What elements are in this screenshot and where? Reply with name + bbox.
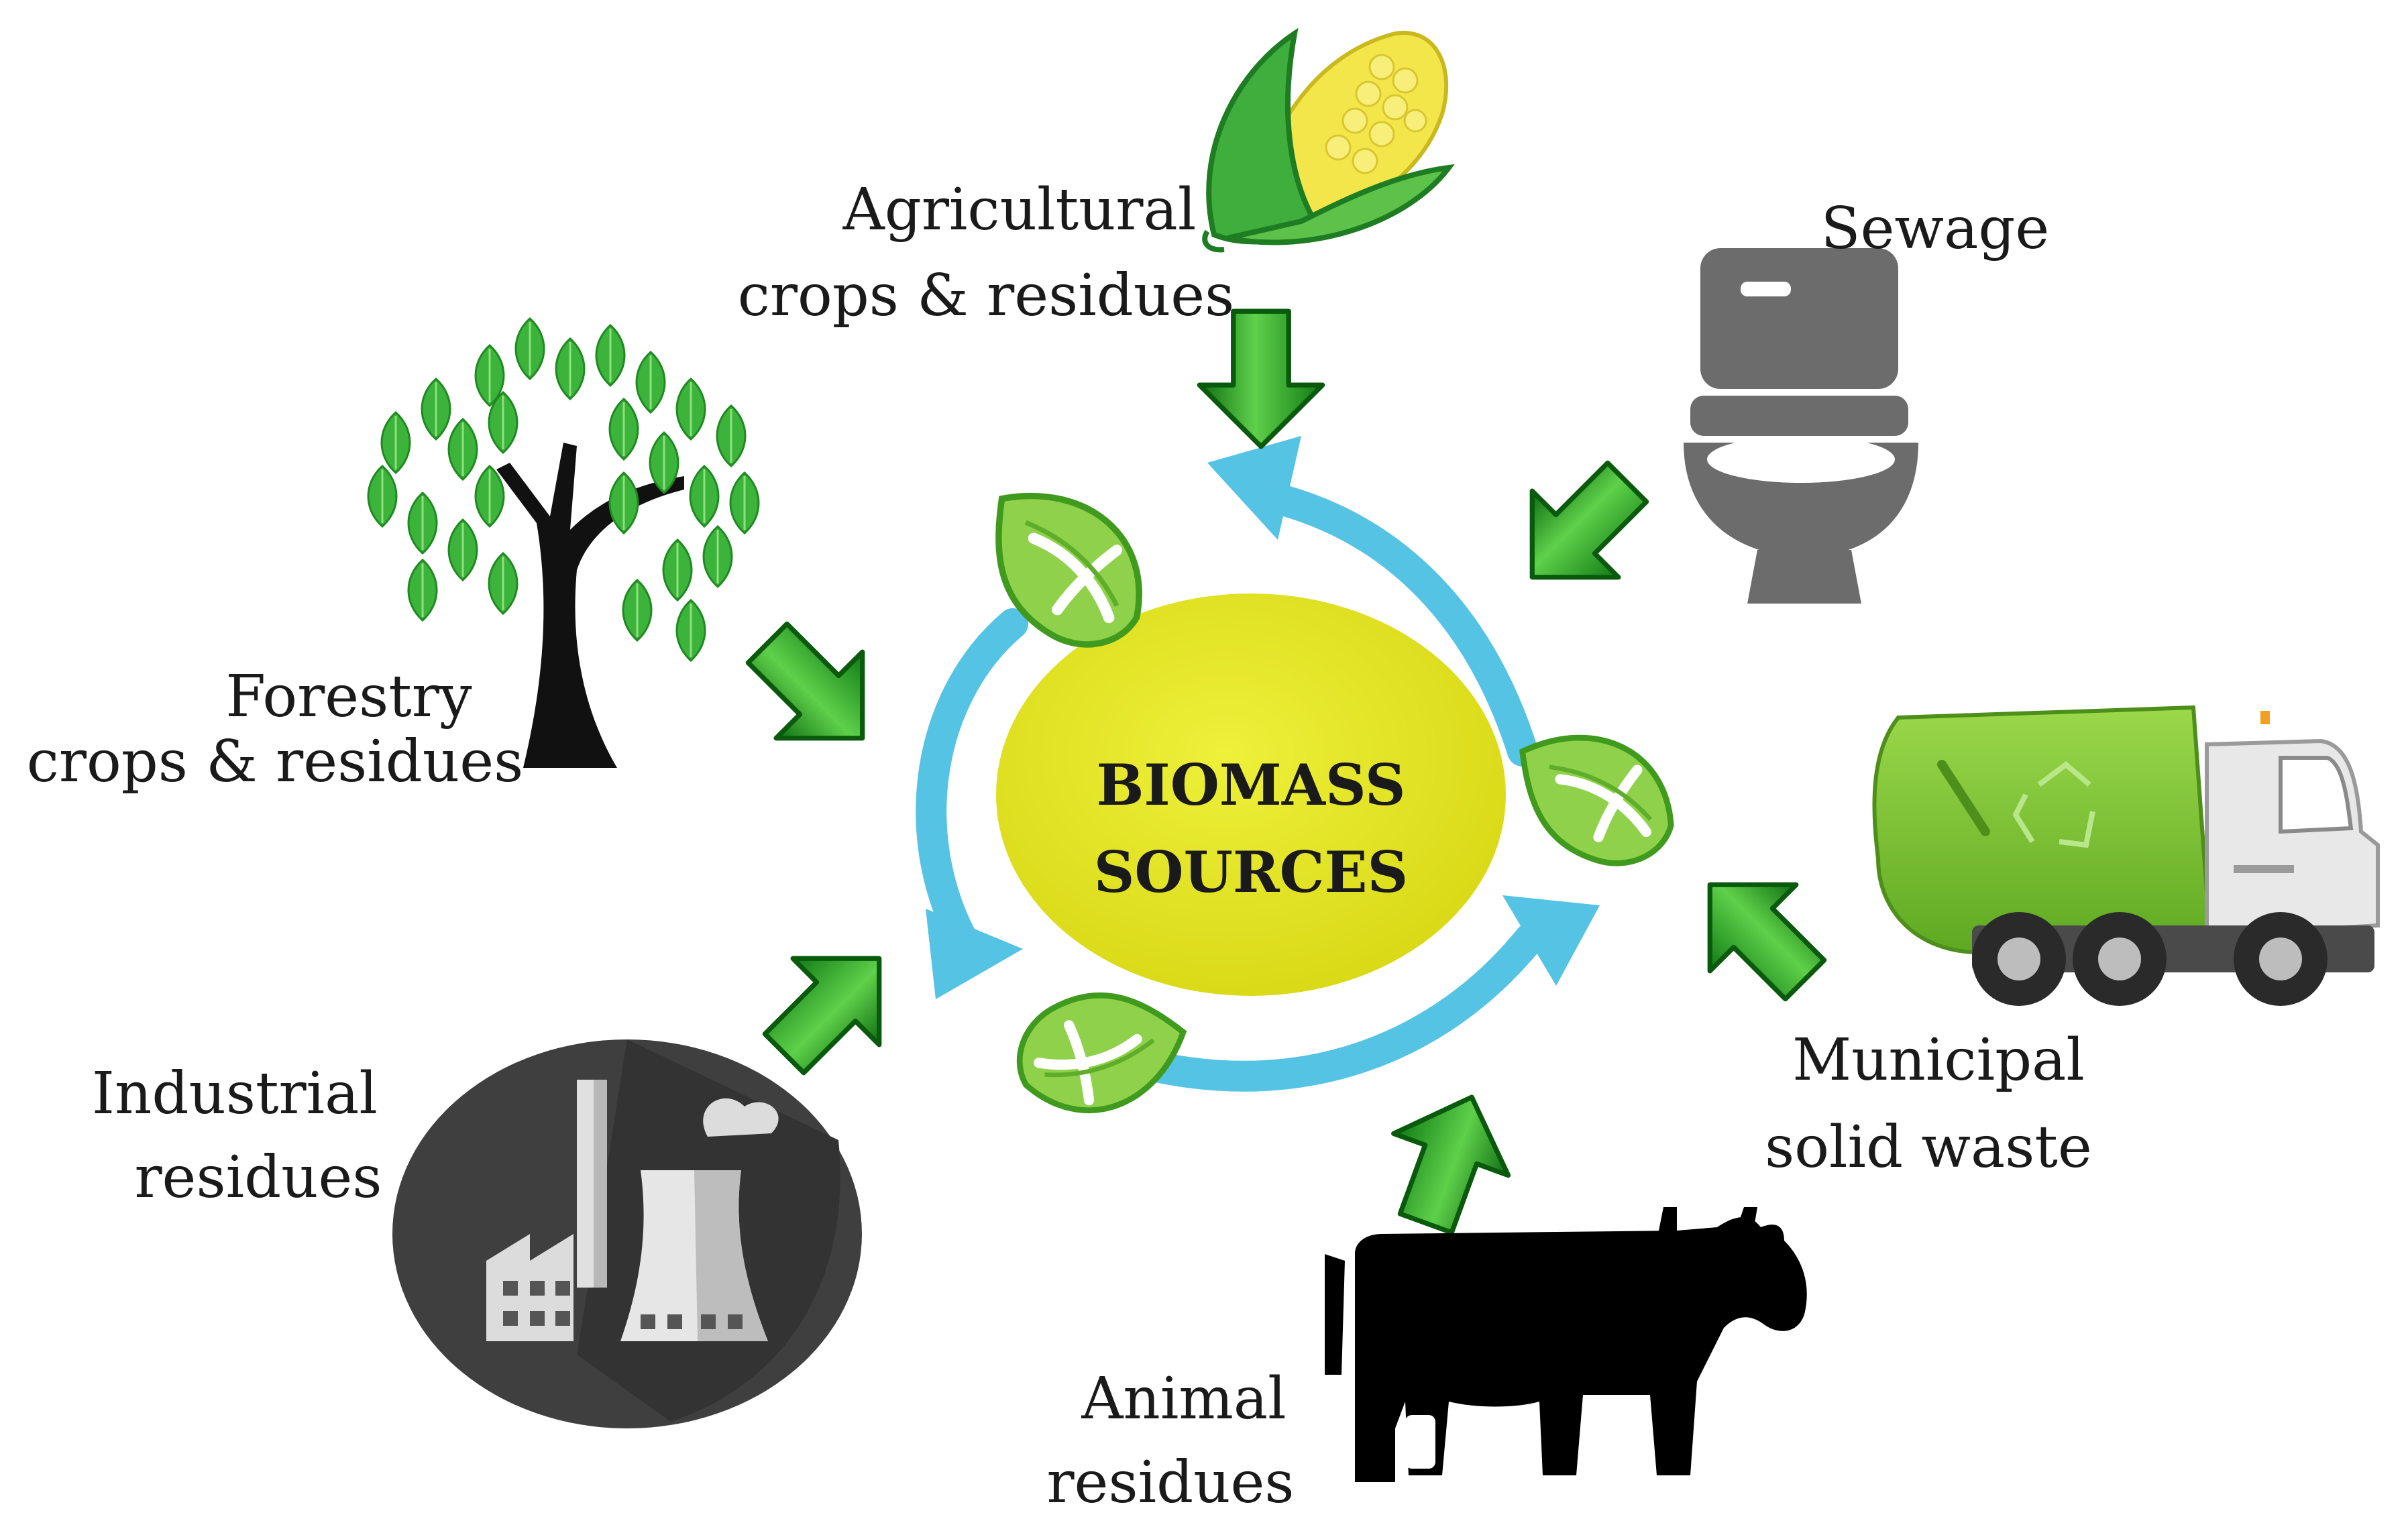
cycle-arrowhead-left [926,909,1023,999]
industrial-label-line2: residues [134,1144,382,1211]
arrow-from-forestry [724,600,906,781]
cow-udder [1405,1415,1435,1469]
cycle-arrow-left [916,608,1028,961]
tree-icon [367,317,760,768]
forestry-label-line2: crops & residues [27,728,524,795]
industrial-label-line1: Industrial [92,1060,378,1127]
forestry-label-line1: Forestry [225,663,472,730]
agricultural-label-line1: Agricultural [842,176,1197,243]
factory-icon [392,1039,862,1428]
animal-label-line2: residues [1046,1449,1294,1516]
cycle-arrowhead-bottom [1502,895,1600,986]
municipal-label-line1: Municipal [1792,1027,2085,1094]
leaf-icon-right [1519,716,1680,882]
agricultural-label-line2: crops & residues [738,262,1235,329]
arrow-from-agricultural [1199,311,1322,447]
cycle-arrow-bottom [1138,923,1545,1092]
arrow-from-animal [1368,1076,1529,1244]
arrow-from-municipal [1667,842,1848,1023]
cow-icon [1325,1207,1807,1482]
sewage-label: Sewage [1821,195,2050,262]
arrow-from-sewage [1489,439,1670,620]
cycle-arrow-top [1252,481,1538,767]
toilet-icon [1684,248,1918,604]
animal-label-line1: Animal [1081,1365,1286,1432]
cycle-arrowhead-top [1207,436,1301,540]
arrow-from-industrial [741,915,922,1096]
biomass-cycle: BIOMASS SOURCES [916,436,1680,1143]
corn-icon [1202,27,1455,253]
municipal-label-line2: solid waste [1765,1114,2092,1181]
leaf-icon-bottom [1003,962,1187,1143]
garbage-truck-icon [1872,705,2380,1006]
center-label-line1: BIOMASS [1096,752,1405,818]
center-label-line2: SOURCES [1094,839,1408,905]
biomass-center [996,593,1506,996]
